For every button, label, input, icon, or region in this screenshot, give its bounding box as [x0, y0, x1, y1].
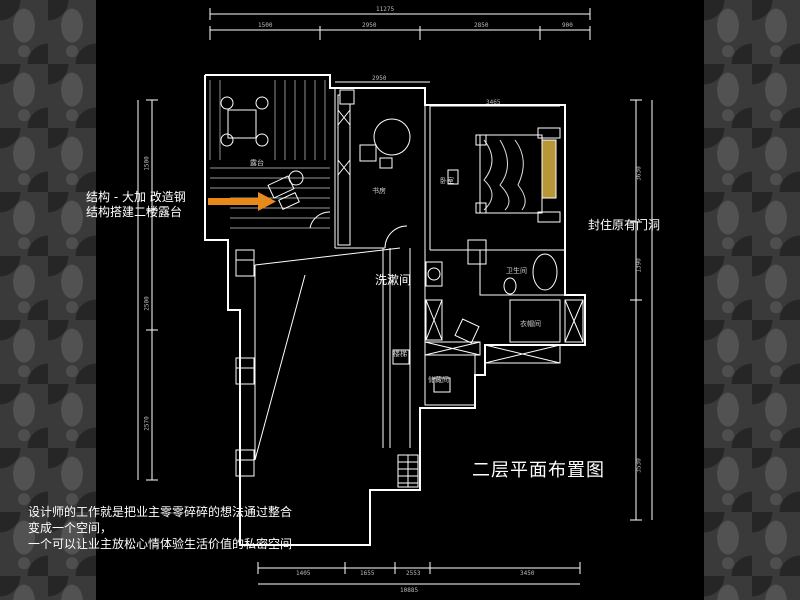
- study-round-desk: [373, 118, 411, 156]
- caption-line-2: 变成一个空间，: [28, 521, 113, 535]
- chair-icon: [359, 144, 377, 162]
- bed-headboard: [541, 139, 557, 199]
- terrace-deck: [209, 80, 330, 229]
- plan-title: 二层平面布置图: [472, 460, 605, 481]
- dim-bedroom-width: 3465: [486, 99, 501, 106]
- room-label-storage: 储藏间: [428, 376, 449, 384]
- dim-bottom-1: 1405: [296, 570, 311, 577]
- dim-top-total: 11275: [376, 6, 395, 13]
- dim-bottom-2: 1655: [360, 570, 375, 577]
- design-caption: 设计师的工作就是把业主零零碎碎的想法通过整合 变成一个空间， 一个可以让业主放松…: [28, 504, 292, 552]
- plan-canvas: [96, 0, 704, 600]
- room-label-bedroom: 卧室: [440, 177, 454, 185]
- window-left-3: [235, 449, 255, 477]
- dim-top-3: 2850: [474, 22, 489, 29]
- caption-line-1: 设计师的工作就是把业主零零碎碎的想法通过整合: [28, 505, 293, 519]
- dim-left-3: 2570: [143, 416, 151, 431]
- chair-icon: [255, 133, 269, 147]
- room-label-bath: 卫生间: [506, 267, 527, 275]
- window-left-1: [235, 249, 255, 277]
- closet: [509, 299, 561, 343]
- room-label-closet: 衣帽间: [520, 320, 541, 328]
- caption-line-3: 一个可以让业主放松心情体验生活价值的私密空间: [28, 537, 293, 551]
- bathtub-icon: [532, 253, 558, 291]
- dim-top-4: 900: [562, 22, 573, 29]
- wash-room-label: 洗漱间: [375, 273, 412, 287]
- dim-right-3: 3530: [635, 458, 643, 473]
- damask-border-left: [0, 0, 96, 600]
- dim-right-2: 1390: [635, 258, 643, 273]
- dim-bottom-total: 10885: [400, 587, 419, 594]
- structure-note-line-2: 结构搭建二楼露台: [86, 205, 183, 219]
- door-swing: [384, 225, 408, 249]
- room-label-study: 书房: [372, 187, 386, 195]
- bed: [479, 134, 543, 214]
- window-left-2: [235, 357, 255, 385]
- chair-icon: [220, 133, 234, 147]
- dim-top-1: 1500: [258, 22, 273, 29]
- chair-icon: [255, 96, 269, 110]
- room-label-terrace: 露台: [250, 159, 264, 167]
- terrace-table: [227, 109, 257, 139]
- damask-border-right: [704, 0, 800, 600]
- chair-icon: [220, 96, 234, 110]
- bathroom: [479, 249, 566, 296]
- wash-basin: [425, 261, 443, 287]
- side-table-icon: [288, 170, 304, 186]
- dim-right-1: 3630: [635, 166, 643, 181]
- dim-left-1: 1500: [143, 156, 151, 171]
- structure-note-line-1: 结构 - 大加 改造钢: [86, 190, 186, 204]
- annotation-arrow: [208, 192, 276, 211]
- dim-bottom-3: 2553: [406, 570, 421, 577]
- window-note: 封住原有门洞: [588, 218, 661, 232]
- dim-bottom-4: 3450: [520, 570, 535, 577]
- dim-study-width: 2950: [372, 75, 387, 82]
- toilet-icon: [503, 277, 517, 295]
- dim-left-2: 2500: [143, 296, 151, 311]
- dim-top-2: 2950: [362, 22, 377, 29]
- room-label-stair: 楼梯: [393, 350, 407, 358]
- structure-note: 结构 - 大加 改造钢 结构搭建二楼露台: [86, 190, 186, 220]
